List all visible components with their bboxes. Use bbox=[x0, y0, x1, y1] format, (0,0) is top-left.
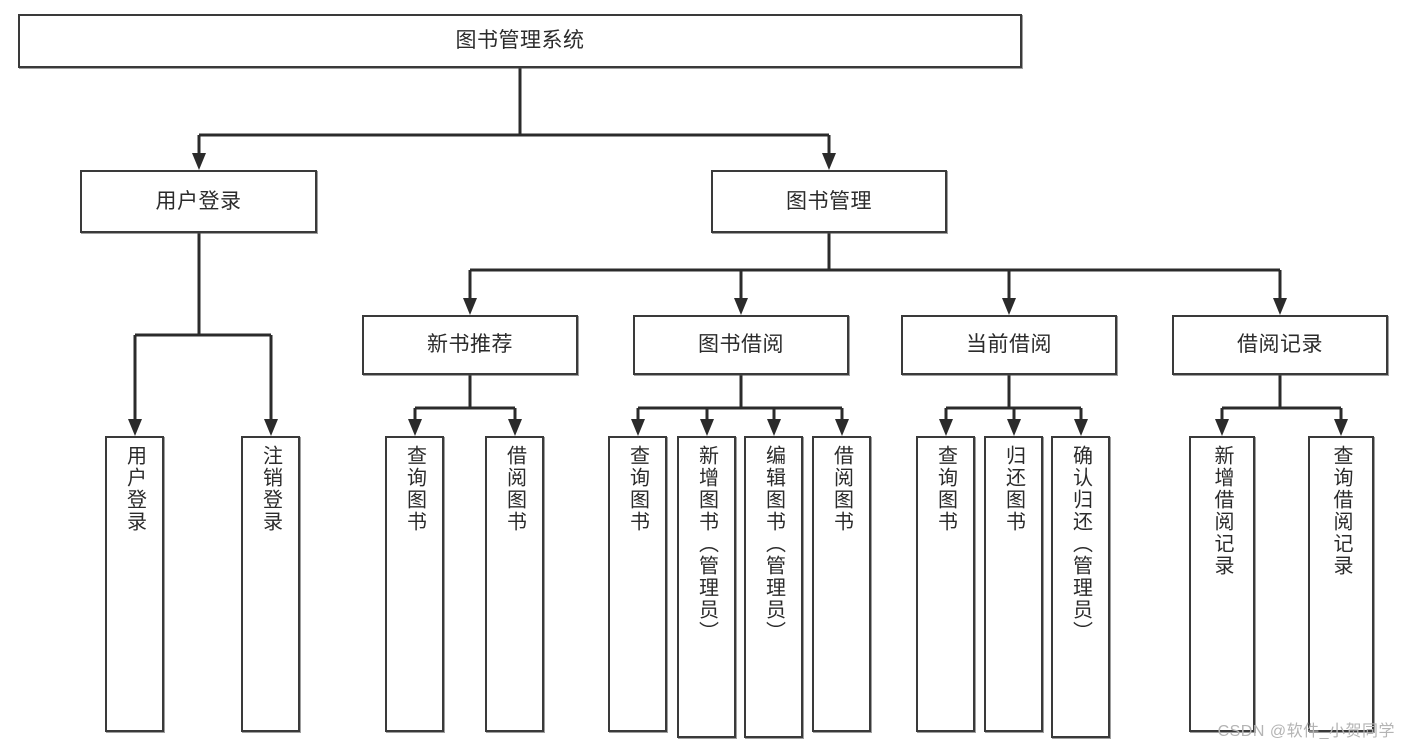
arrowhead-icon bbox=[822, 153, 836, 170]
node-borrow: 图书借阅 bbox=[633, 315, 849, 375]
node-n_query: 查询图书 bbox=[385, 436, 444, 732]
arrowhead-icon bbox=[128, 419, 142, 436]
node-r_query: 查询借阅记录 bbox=[1308, 436, 1374, 732]
arrowhead-icon bbox=[1215, 419, 1229, 436]
node-c_query: 查询图书 bbox=[916, 436, 975, 732]
arrowhead-icon bbox=[1273, 298, 1287, 315]
arrowhead-icon bbox=[1334, 419, 1348, 436]
node-label: 用户登录 bbox=[155, 189, 242, 213]
arrowhead-icon bbox=[1002, 298, 1016, 315]
node-root: 图书管理系统 bbox=[18, 14, 1022, 68]
node-label: 借阅图书 bbox=[503, 445, 526, 533]
arrowhead-icon bbox=[631, 419, 645, 436]
arrowhead-icon bbox=[264, 419, 278, 436]
arrowhead-icon bbox=[408, 419, 422, 436]
node-label: 注销登录 bbox=[259, 445, 282, 533]
node-r_add: 新增借阅记录 bbox=[1189, 436, 1255, 732]
arrowhead-icon bbox=[734, 298, 748, 315]
node-label: 归还图书 bbox=[1002, 445, 1025, 533]
node-label: 用户登录 bbox=[123, 445, 146, 533]
node-label: 查询借阅记录 bbox=[1330, 445, 1352, 577]
node-label: 新增借阅记录 bbox=[1211, 445, 1233, 577]
node-newrec: 新书推荐 bbox=[362, 315, 578, 375]
node-label: 查询图书 bbox=[403, 445, 426, 533]
arrowhead-icon bbox=[463, 298, 477, 315]
arrowhead-icon bbox=[1007, 419, 1021, 436]
node-b_borrow: 借阅图书 bbox=[812, 436, 871, 732]
node-label: 图书管理系统 bbox=[455, 29, 585, 53]
node-n_borrow: 借阅图书 bbox=[485, 436, 544, 732]
arrowhead-icon bbox=[767, 419, 781, 436]
arrowhead-icon bbox=[1074, 419, 1088, 436]
node-l_login: 用户登录 bbox=[105, 436, 164, 732]
node-label: 新增图书（管理员） bbox=[695, 445, 718, 643]
node-label: 借阅记录 bbox=[1237, 333, 1323, 357]
node-l_logout: 注销登录 bbox=[241, 436, 300, 732]
node-label: 新书推荐 bbox=[427, 333, 513, 357]
node-bookmgmt: 图书管理 bbox=[711, 170, 947, 233]
arrowhead-icon bbox=[192, 153, 206, 170]
node-b_add: 新增图书（管理员） bbox=[677, 436, 736, 738]
watermark-label: CSDN @软件_小贺同学 bbox=[1217, 723, 1395, 740]
arrowhead-icon bbox=[508, 419, 522, 436]
node-c_confirm: 确认归还（管理员） bbox=[1051, 436, 1110, 738]
node-current: 当前借阅 bbox=[901, 315, 1117, 375]
node-c_return: 归还图书 bbox=[984, 436, 1043, 732]
arrowhead-icon bbox=[835, 419, 849, 436]
node-label: 查询图书 bbox=[626, 445, 649, 533]
node-label: 当前借阅 bbox=[966, 333, 1052, 357]
arrowhead-icon bbox=[939, 419, 953, 436]
node-label: 借阅图书 bbox=[830, 445, 853, 533]
arrowhead-icon bbox=[700, 419, 714, 436]
node-label: 图书管理 bbox=[786, 189, 872, 213]
node-login: 用户登录 bbox=[80, 170, 317, 233]
node-records: 借阅记录 bbox=[1172, 315, 1388, 375]
node-label: 确认归还（管理员） bbox=[1069, 445, 1092, 643]
node-label: 图书借阅 bbox=[698, 333, 784, 357]
node-b_edit: 编辑图书（管理员） bbox=[744, 436, 803, 738]
node-b_query: 查询图书 bbox=[608, 436, 667, 732]
node-label: 查询图书 bbox=[934, 445, 957, 533]
node-label: 编辑图书（管理员） bbox=[762, 445, 785, 643]
